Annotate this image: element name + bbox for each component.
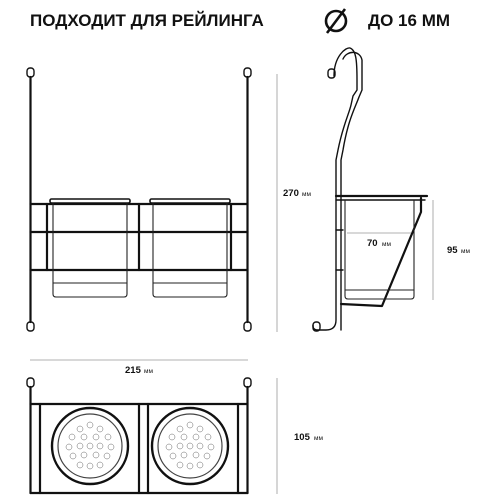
diameter-icon (324, 8, 348, 34)
cup-right (149, 198, 231, 298)
drain-hole (196, 425, 204, 433)
drain-hole (92, 451, 100, 459)
drain-holes (165, 421, 215, 470)
side-top-hook-icon (327, 68, 336, 79)
height-value: 270 (283, 188, 299, 199)
drain-hole (196, 442, 204, 450)
drain-hole (68, 433, 76, 441)
drain-hole (196, 461, 204, 469)
drain-hole (186, 442, 194, 450)
width-value: 215 (125, 365, 142, 376)
top-cup-left (50, 406, 130, 486)
drain-hole (186, 421, 194, 429)
drain-hole (192, 451, 200, 459)
drain-hole (176, 442, 184, 450)
drain-holes (65, 421, 115, 470)
top-cup-right (150, 406, 230, 486)
drain-hole (192, 433, 200, 441)
dimension-width: 215 мм (30, 359, 248, 376)
header-text-left: ПОДХОДИТ ДЛЯ РЕЙЛИНГА (30, 11, 264, 30)
drain-hole (165, 443, 173, 451)
height-unit: мм (302, 191, 311, 198)
header-text-right: ДО 16 ММ (368, 11, 450, 30)
drain-hole (186, 462, 194, 470)
dimension-height: 270 мм (276, 74, 311, 332)
drain-hole (92, 433, 100, 441)
depth-value: 105 (294, 432, 311, 443)
drain-hole (76, 425, 84, 433)
drain-hole (180, 433, 188, 441)
side-cup (344, 200, 415, 300)
drain-hole (86, 462, 94, 470)
cup-depth-value: 70 (367, 238, 378, 249)
drain-hole (103, 452, 111, 460)
drain-hole (80, 433, 88, 441)
side-view: 70 мм 95 мм (312, 47, 470, 332)
hook-icon (26, 67, 252, 78)
drain-hole (207, 443, 215, 451)
drain-hole (169, 452, 177, 460)
side-bottom-hook-icon (312, 321, 321, 332)
drain-hole (168, 433, 176, 441)
cup-depth-unit: мм (382, 241, 391, 248)
drain-hole (65, 443, 73, 451)
drain-hole (176, 461, 184, 469)
drain-hole (69, 452, 77, 460)
drain-hole (96, 425, 104, 433)
depth-unit: мм (314, 435, 323, 442)
header: ПОДХОДИТ ДЛЯ РЕЙЛИНГА ДО 16 ММ (30, 8, 450, 34)
drain-hole (104, 433, 112, 441)
side-hook-rail (312, 47, 358, 331)
drain-hole (204, 433, 212, 441)
bottom-hook-icon (26, 321, 252, 332)
drain-hole (76, 461, 84, 469)
basket-frame (29, 202, 249, 272)
drain-hole (96, 461, 104, 469)
drain-hole (86, 442, 94, 450)
top-view (26, 377, 252, 495)
dimension-depth: 105 мм (276, 378, 323, 494)
drain-hole (203, 452, 211, 460)
width-unit: мм (144, 368, 153, 375)
drain-hole (86, 421, 94, 429)
side-height-value: 95 (447, 245, 458, 256)
drain-hole (180, 451, 188, 459)
front-view (26, 67, 252, 332)
side-height-unit: мм (461, 248, 470, 255)
drain-hole (80, 451, 88, 459)
top-hook-left-icon (26, 377, 35, 388)
side-support-bracket (339, 196, 423, 308)
drain-hole (76, 442, 84, 450)
drain-hole (176, 425, 184, 433)
top-hook-right-icon (243, 377, 252, 388)
cup-left (49, 198, 131, 298)
drain-hole (96, 442, 104, 450)
drain-hole (107, 443, 115, 451)
